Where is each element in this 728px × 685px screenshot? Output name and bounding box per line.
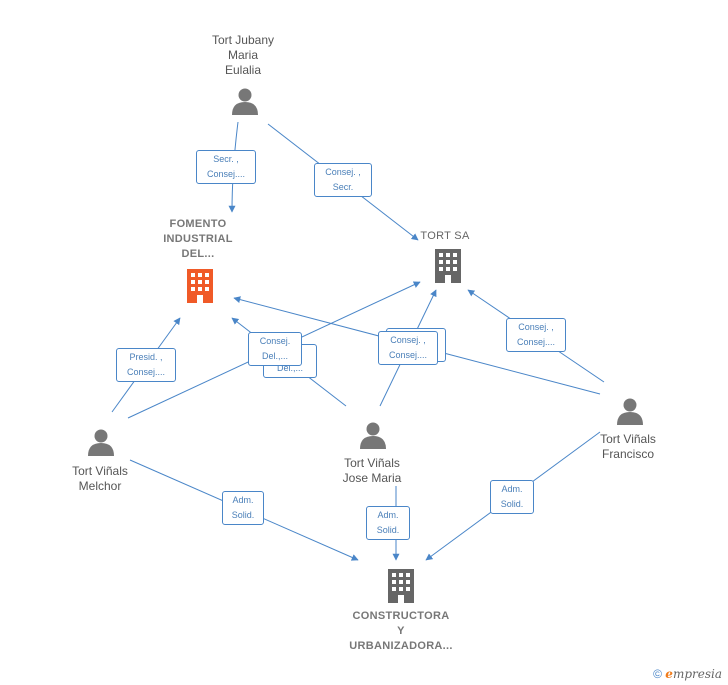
edge-label-line: Adm.	[501, 484, 523, 494]
person-icon	[88, 429, 114, 456]
person-tort-francisco[interactable]: Tort Viñals Francisco	[580, 432, 676, 462]
person-icon	[617, 398, 643, 425]
edge-label-line: Solid.	[376, 525, 400, 535]
edge-label-line: Consej.	[259, 336, 291, 346]
edge-label-line: Solid.	[231, 510, 255, 520]
company-name-line: Y	[397, 625, 405, 637]
edge-label[interactable]: Adm. Solid.	[222, 491, 264, 525]
person-icon	[360, 422, 386, 449]
company-constructora[interactable]: CONSTRUCTORA Y URBANIZADORA...	[340, 609, 462, 654]
person-name-line: Melchor	[78, 479, 122, 493]
edge-label-line: Consej. ,	[518, 322, 554, 332]
person-tort-jubany[interactable]: Tort Jubany Maria Eulalia	[195, 33, 291, 78]
edge-label[interactable]: Consej. , Consej....	[378, 331, 438, 365]
building-icon	[187, 269, 213, 303]
building-icon	[435, 249, 461, 283]
company-tort-sa[interactable]: TORT SA	[410, 229, 480, 244]
edge-label-line: Del.,...	[276, 363, 303, 373]
edge-label-line: Del.,...	[261, 351, 288, 361]
person-name-line: Tort Viñals	[344, 456, 400, 470]
edge-label-line: Consej. ,	[325, 167, 361, 177]
company-name-line: CONSTRUCTORA	[352, 610, 450, 622]
person-name-line: Tort Viñals	[72, 464, 128, 478]
building-icon	[388, 569, 414, 603]
copyright-icon: ©	[653, 667, 662, 681]
brand-logo: empresia	[665, 667, 722, 681]
company-name-line: TORT SA	[420, 230, 470, 242]
edge-label-line: Solid.	[500, 499, 524, 509]
edge-label[interactable]: Secr. , Consej....	[196, 150, 256, 184]
brand-logo-text: mpresia	[672, 667, 722, 681]
person-tort-melchor[interactable]: Tort Viñals Melchor	[52, 464, 148, 494]
edge-label-line: Secr.	[332, 182, 354, 192]
edge-label-line: Presid. ,	[129, 352, 163, 362]
person-name-line: Tort Jubany	[211, 33, 275, 47]
company-name-line: INDUSTRIAL	[163, 233, 233, 245]
edge-label-line: Consej....	[126, 367, 166, 377]
company-name-line: URBANIZADORA...	[349, 640, 453, 652]
edge-label-line: Adm.	[377, 510, 399, 520]
edge-label[interactable]: Consej. , Secr.	[314, 163, 372, 197]
person-name-line: Tort Viñals	[600, 432, 656, 446]
person-name-line: Maria	[227, 48, 258, 62]
person-icon	[232, 88, 258, 115]
person-name-line: Jose Maria	[342, 471, 402, 485]
edge-label-line: Secr. ,	[213, 154, 239, 164]
person-tort-jose[interactable]: Tort Viñals Jose Maria	[322, 456, 422, 486]
edge-label-line: Consej. ,	[390, 335, 426, 345]
edge-label-line: Adm.	[232, 495, 254, 505]
company-fomento[interactable]: FOMENTO INDUSTRIAL DEL...	[146, 217, 250, 262]
edge-label-line: Consej....	[388, 350, 428, 360]
edge-label[interactable]: Consej. , Consej....	[506, 318, 566, 352]
person-name-line: Francisco	[601, 447, 654, 461]
person-name-line: Eulalia	[224, 63, 262, 77]
edge-label[interactable]: Adm. Solid.	[490, 480, 534, 514]
edge-label[interactable]: Presid. , Consej....	[116, 348, 176, 382]
company-name-line: DEL...	[181, 248, 215, 260]
edge-label[interactable]: Adm. Solid.	[366, 506, 410, 540]
edge-label-line: Consej....	[516, 337, 556, 347]
edge-label-line: Consej....	[206, 169, 246, 179]
company-name-line: FOMENTO	[169, 218, 227, 230]
empresia-credit: © empresia	[653, 667, 722, 681]
brand-logo-e: e	[665, 667, 673, 681]
edge-label[interactable]: Consej. Del.,...	[248, 332, 302, 366]
